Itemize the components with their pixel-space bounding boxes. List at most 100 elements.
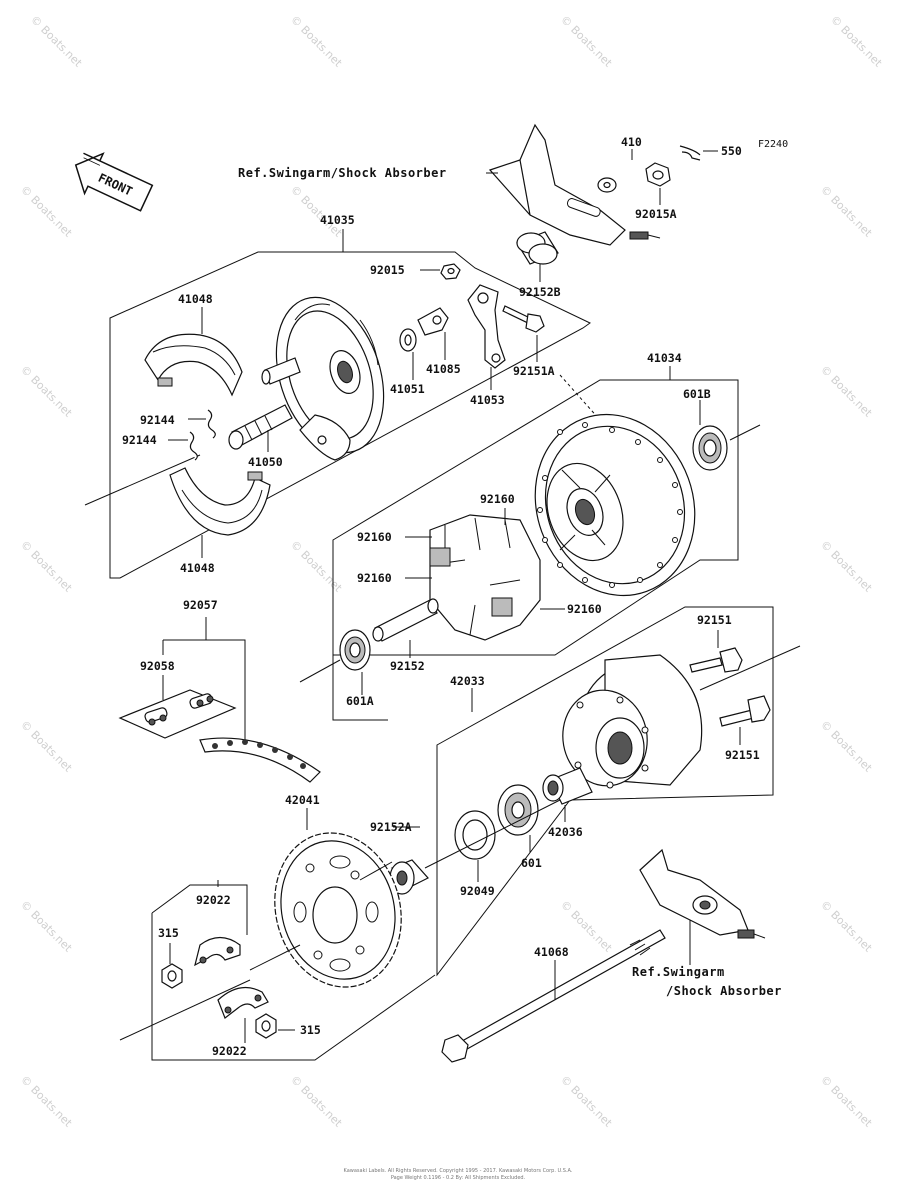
watermark: © Boats.net <box>818 718 875 775</box>
collar-92152 <box>372 598 439 642</box>
watermark: © Boats.net <box>558 13 615 70</box>
part-label-41048-top[interactable]: 41048 <box>178 292 213 306</box>
watermark: © Boats.net <box>818 898 875 955</box>
part-label-41048-bottom[interactable]: 41048 <box>180 561 215 575</box>
part-label-92058[interactable]: 92058 <box>140 659 175 673</box>
part-label-92057[interactable]: 92057 <box>183 598 218 612</box>
part-label-92015[interactable]: 92015 <box>370 263 405 277</box>
part-label-92015a[interactable]: 92015A <box>635 207 677 221</box>
bolt-92151-top <box>689 647 743 673</box>
master-link-92058 <box>118 689 237 739</box>
watermark: © Boats.net <box>818 183 875 240</box>
nut-92015 <box>440 263 461 280</box>
nut-315-bottom <box>255 1013 277 1039</box>
watermark: © Boats.net <box>818 1073 875 1130</box>
rear-axle-41068 <box>441 929 666 1063</box>
part-label-92151a[interactable]: 92151A <box>513 364 555 378</box>
bolt-92151-bottom <box>719 695 771 727</box>
spring-92144-bottom <box>189 431 198 461</box>
cotter-pin-550 <box>679 145 701 161</box>
watermark: © Boats.net <box>288 1073 345 1130</box>
watermark: © Boats.net <box>28 13 85 70</box>
washer-410 <box>597 177 617 193</box>
brake-panel <box>261 296 385 461</box>
part-label-92160-top[interactable]: 92160 <box>480 492 515 506</box>
fixing-plate-92022-bottom <box>217 986 269 1019</box>
part-label-92151-bottom[interactable]: 92151 <box>725 748 760 762</box>
part-label-42036[interactable]: 42036 <box>548 825 583 839</box>
part-label-410[interactable]: 410 <box>621 135 642 149</box>
washer-41051 <box>399 328 417 352</box>
part-label-315-top[interactable]: 315 <box>158 926 179 940</box>
ref-swingarm-top: Ref.Swingarm/Shock Absorber <box>238 166 447 180</box>
collar-92152b <box>516 231 559 265</box>
part-label-92160-left-b[interactable]: 92160 <box>357 571 392 585</box>
bolt-92151a <box>502 305 545 333</box>
part-label-41050[interactable]: 41050 <box>248 455 283 469</box>
part-label-92151-top[interactable]: 92151 <box>697 613 732 627</box>
part-label-41051[interactable]: 41051 <box>390 382 425 396</box>
swingarm-top <box>488 123 661 246</box>
wheel-hub <box>534 413 696 597</box>
collar-42036 <box>542 767 593 805</box>
part-label-92049[interactable]: 92049 <box>460 884 495 898</box>
ref-swingarm-bottom-line1: Ref.Swingarm <box>632 965 725 979</box>
part-label-601[interactable]: 601 <box>521 856 542 870</box>
drive-chain <box>199 737 321 783</box>
part-label-92160-right[interactable]: 92160 <box>567 602 602 616</box>
part-label-315-bottom[interactable]: 315 <box>300 1023 321 1037</box>
watermark: © Boats.net <box>828 13 885 70</box>
bearing-601 <box>497 784 539 836</box>
part-label-42033[interactable]: 42033 <box>450 674 485 688</box>
bearing-601a <box>339 629 371 671</box>
collar-92152a <box>389 859 429 895</box>
footer-copyright: Kawasaki Labels. All Rights Reserved. Co… <box>344 1168 573 1174</box>
part-label-92022-bottom[interactable]: 92022 <box>212 1044 247 1058</box>
watermark: © Boats.net <box>18 363 75 420</box>
fixing-plate-92022-top <box>194 936 241 967</box>
part-label-601b[interactable]: 601B <box>683 387 711 401</box>
watermark: © Boats.net <box>288 538 345 595</box>
ref-swingarm-bottom-line2: /Shock Absorber <box>666 984 782 998</box>
part-label-92022-top[interactable]: 92022 <box>196 893 231 907</box>
watermark: © Boats.net <box>18 898 75 955</box>
part-label-92144-top[interactable]: 92144 <box>140 413 175 427</box>
part-label-601a[interactable]: 601A <box>346 694 374 708</box>
part-label-92152[interactable]: 92152 <box>390 659 425 673</box>
nut-92015a <box>645 162 671 187</box>
watermark: © Boats.net <box>818 363 875 420</box>
watermark: © Boats.net <box>558 1073 615 1130</box>
part-label-92152b[interactable]: 92152B <box>519 285 561 299</box>
front-arrow-icon: FRONT <box>74 152 154 212</box>
watermark: © Boats.net <box>18 718 75 775</box>
brake-shoe-41048-bottom <box>169 467 271 536</box>
bearing-601b <box>692 425 728 471</box>
watermark: © Boats.net <box>18 1073 75 1130</box>
watermark: © Boats.net <box>18 183 75 240</box>
footer-note: Page Weight 0.1196 - 0.2 By: All Shipmen… <box>391 1175 526 1181</box>
nut-315-top <box>161 963 183 989</box>
wear-indicator-41085 <box>417 307 449 336</box>
hub-damper-92160 <box>429 514 541 641</box>
sprocket-hub-42033 <box>562 654 703 789</box>
sprocket-42041 <box>274 832 402 988</box>
spring-92144-top <box>207 409 216 439</box>
part-label-92144-bottom[interactable]: 92144 <box>122 433 157 447</box>
part-label-41085[interactable]: 41085 <box>426 362 461 376</box>
watermark: © Boats.net <box>288 13 345 70</box>
part-label-41035[interactable]: 41035 <box>320 213 355 227</box>
part-label-550[interactable]: 550 <box>721 144 742 158</box>
brake-shoe-41048-top <box>144 333 243 397</box>
part-label-41053[interactable]: 41053 <box>470 393 505 407</box>
watermark: © Boats.net <box>288 183 345 240</box>
figure-code: F2240 <box>758 139 788 150</box>
part-label-41034[interactable]: 41034 <box>647 351 682 365</box>
part-label-92160-left-a[interactable]: 92160 <box>357 530 392 544</box>
part-label-92152a[interactable]: 92152A <box>370 820 412 834</box>
oil-seal-92049 <box>454 810 496 860</box>
part-label-41068[interactable]: 41068 <box>534 945 569 959</box>
swingarm-bottom <box>639 848 766 939</box>
cam-lever-41053 <box>467 284 506 369</box>
part-label-42041[interactable]: 42041 <box>285 793 320 807</box>
